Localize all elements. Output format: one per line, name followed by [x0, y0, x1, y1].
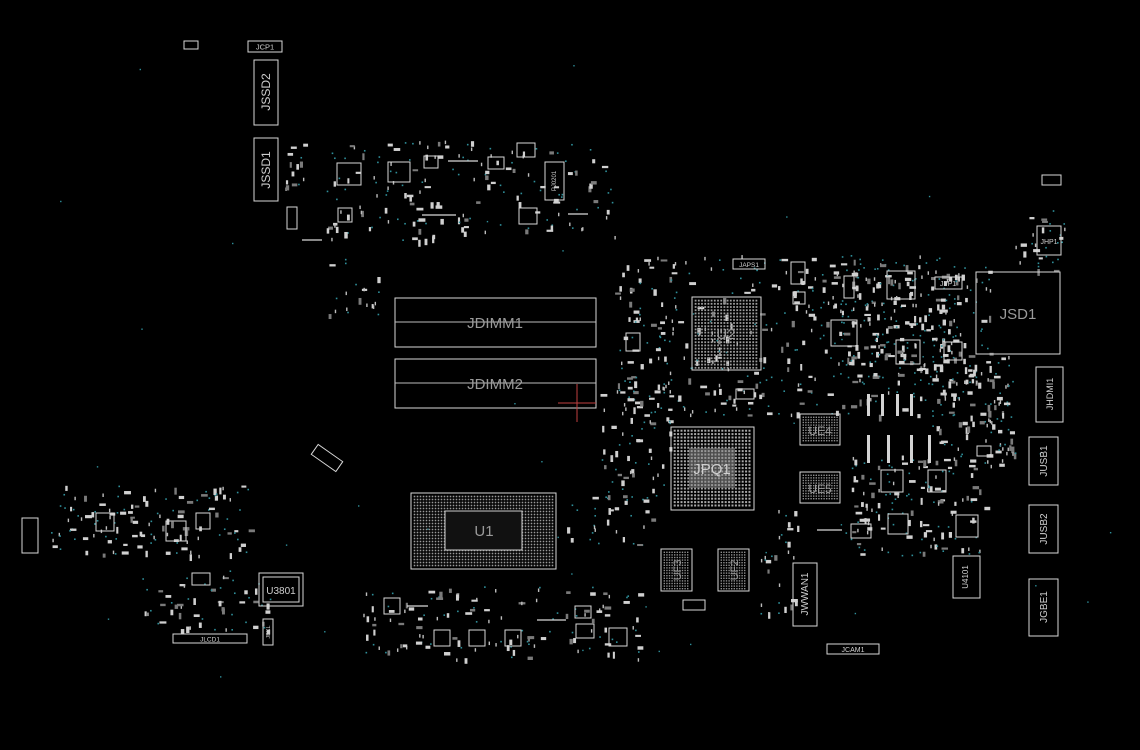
chip-u1[interactable]: U1: [410, 492, 557, 570]
chip-tc-7: [518, 207, 538, 225]
connector-pj0201[interactable]: PJ0201: [544, 161, 565, 201]
chip-tc-4: [516, 142, 536, 158]
chip-r-6: [927, 469, 947, 493]
chip-bc-2: [433, 629, 451, 647]
chip-lb-3: [195, 512, 211, 530]
label-jpq1: JPQ1: [693, 461, 731, 478]
chip-bc-1: [383, 597, 401, 615]
chip-bc-3: [468, 629, 486, 647]
chip-lb-2: [165, 520, 187, 542]
small-pad-topleft: [183, 40, 199, 50]
chip-bc-4: [504, 629, 522, 647]
connector-jusb2[interactable]: JUSB2: [1028, 504, 1059, 554]
crosshair-cursor: [558, 384, 596, 422]
connector-jusb1[interactable]: JUSB1: [1028, 436, 1059, 486]
chip-bc-8: [682, 599, 706, 611]
chip-ml-5: [843, 275, 855, 299]
label-jgbe1: JGBE1: [1039, 591, 1050, 623]
chip-jpq1[interactable]: JPQ1: [670, 426, 755, 511]
label-jsd1: JSD1: [1000, 306, 1037, 323]
connector-jhp1[interactable]: JHP1: [1036, 225, 1062, 256]
chip-bc-6: [575, 623, 595, 639]
connector-jbkl[interactable]: JBKL: [262, 618, 274, 646]
label-jwwan1: JWWAN1: [800, 572, 811, 615]
chip-uf2[interactable]: UF2: [717, 548, 750, 592]
label-jusb2: JUSB2: [1039, 513, 1050, 545]
label-ue4: UE4: [808, 424, 832, 438]
label-jlcd1: JLCD1: [200, 637, 220, 644]
label-jhdmi1: JHDMI1: [1045, 378, 1055, 411]
connector-jdimm1[interactable]: JDIMM1: [394, 297, 597, 348]
label-pj0201: PJ0201: [552, 170, 558, 191]
chip-r-7: [887, 513, 909, 535]
connector-japs1[interactable]: JAPS1: [732, 258, 766, 270]
connector-jssd1[interactable]: JSSD1: [253, 137, 279, 202]
connector-jsd1[interactable]: JSD1: [975, 271, 1061, 355]
chip-r-8: [955, 514, 979, 538]
conn-left-edge: [21, 517, 39, 554]
chip-ml-2: [735, 388, 755, 400]
label-jdimm2: JDIMM2: [467, 376, 523, 393]
chip-tc-1: [336, 162, 362, 186]
chip-r-1: [830, 319, 858, 347]
part-rotated: [310, 443, 344, 473]
chip-r-5: [880, 469, 904, 493]
label-jssd2: JSSD2: [259, 73, 273, 111]
chip-u4101[interactable]: U4101: [952, 555, 981, 599]
part-near-jssd1: [286, 206, 298, 230]
small-conn-topright: [1041, 174, 1062, 186]
chip-ue4[interactable]: UE4: [799, 413, 841, 446]
label-jcp1: JCP1: [256, 43, 274, 52]
label-jfp1: JFP1: [940, 281, 956, 288]
label-u1: U1: [474, 523, 493, 540]
inductor-bars: [867, 394, 931, 463]
chip-tc-2: [387, 161, 411, 183]
connector-jcp1[interactable]: JCP1: [247, 40, 283, 53]
connector-jwwan1[interactable]: JWWAN1: [792, 562, 818, 627]
label-uf2: UF2: [729, 560, 741, 581]
label-jssd1: JSSD1: [259, 151, 273, 189]
connector-jgbe1[interactable]: JGBE1: [1028, 578, 1059, 637]
chip-r-9: [850, 523, 872, 539]
chip-bc-7: [608, 627, 628, 647]
label-u3801: U3801: [266, 586, 296, 597]
chip-uf3[interactable]: UF3: [660, 548, 693, 592]
chip-ml-3: [790, 261, 806, 285]
connector-jlcd1[interactable]: JLCD1: [172, 633, 248, 644]
connector-jcam1[interactable]: JCAM1: [826, 643, 880, 655]
connector-jdimm2[interactable]: JDIMM2: [394, 358, 597, 409]
label-jdimm1: JDIMM1: [467, 315, 523, 332]
label-u4101: U4101: [961, 565, 970, 589]
label-jhp1: JHP1: [1040, 239, 1057, 246]
label-jusb1: JUSB1: [1039, 445, 1050, 477]
chip-r-4: [943, 341, 963, 361]
chip-r-2: [895, 339, 921, 365]
component-scatter: [51, 65, 1112, 678]
chip-lb-1: [95, 512, 115, 532]
chip-tc-6: [337, 207, 353, 223]
label-ue5: UE5: [808, 482, 832, 496]
connector-jfp1[interactable]: JFP1: [934, 276, 963, 290]
label-u2: U2: [716, 326, 735, 343]
chip-tc-3: [423, 155, 439, 169]
label-jbkl: JBKL: [266, 625, 272, 638]
chip-r-10: [976, 445, 992, 457]
chip-r-3: [886, 270, 916, 300]
connector-jssd2[interactable]: JSSD2: [253, 59, 279, 126]
chip-u3801[interactable]: U3801: [258, 572, 304, 607]
chip-bc-5: [574, 605, 592, 619]
chip-tc-5: [487, 156, 505, 170]
label-japs1: JAPS1: [739, 262, 759, 269]
chip-ml-1: [625, 332, 641, 352]
chip-ml-4: [792, 291, 806, 305]
chip-u2[interactable]: U2: [691, 296, 762, 371]
label-jcam1: JCAM1: [842, 647, 865, 654]
chip-ue5[interactable]: UE5: [799, 471, 841, 504]
connector-jhdmi1[interactable]: JHDMI1: [1035, 366, 1064, 423]
label-uf3: UF3: [672, 560, 684, 581]
chip-lb-4: [191, 572, 211, 586]
